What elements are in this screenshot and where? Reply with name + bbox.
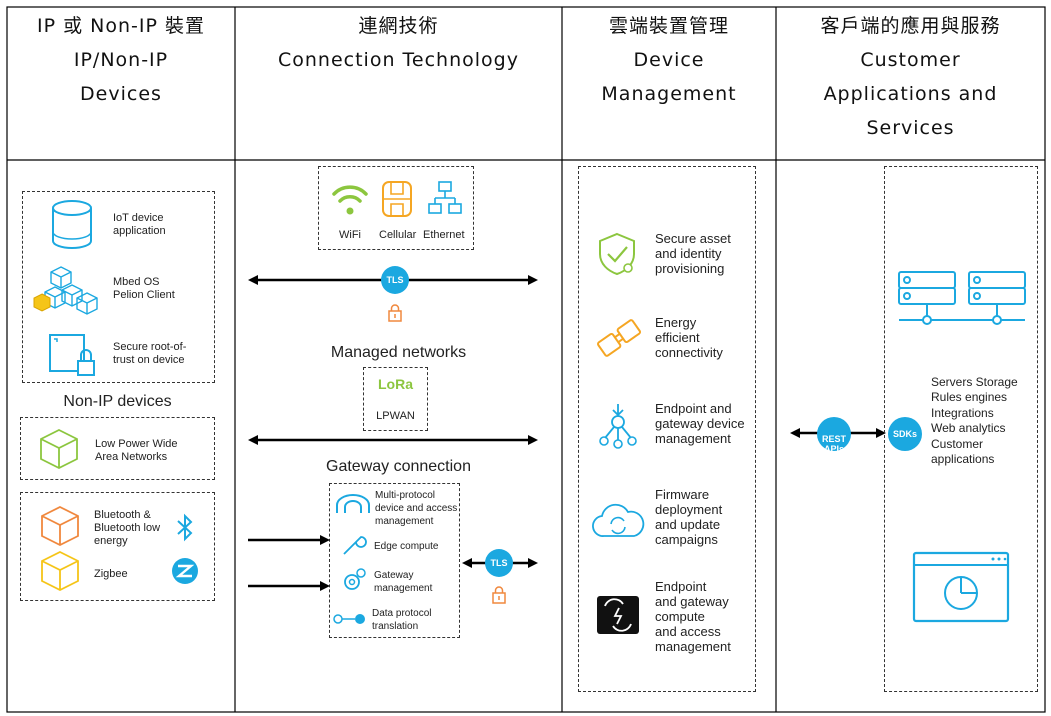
customer-box xyxy=(884,166,1038,692)
header-ip-devices: IP 或 Non-IP 裝置 IP/Non-IP Devices xyxy=(7,9,235,111)
header-device-mgmt-en1: Device xyxy=(633,49,705,71)
edge-compute-label: Edge compute xyxy=(374,541,439,552)
gateway-input-arrow-2 xyxy=(248,581,330,591)
compute-chip-icon xyxy=(597,596,639,634)
lock-icon xyxy=(388,304,402,322)
header-connection: 連網技術 Connection Technology xyxy=(235,9,562,77)
header-customer-zh: 客戶端的應用與服務 xyxy=(820,15,1001,37)
managed-networks-title: Managed networks xyxy=(330,344,467,361)
data-protocol-label: Data protocol translation xyxy=(372,608,432,632)
services-list: Servers Storage Rules engines Integratio… xyxy=(931,375,1018,467)
database-icon xyxy=(52,200,92,249)
wifi-icon xyxy=(332,185,368,215)
lpwan-cube-icon xyxy=(40,428,78,470)
ble-zigbee-box xyxy=(20,492,215,601)
arch-icon xyxy=(336,494,370,513)
compute-access-label: Endpoint and gateway compute and access … xyxy=(655,579,731,654)
gears-icon xyxy=(344,568,366,590)
zigbee-cube-icon xyxy=(41,550,79,592)
tls-bottom-label: TLS xyxy=(490,558,508,568)
secure-chip-icon xyxy=(49,334,95,376)
ble-cube-icon xyxy=(41,505,79,547)
firmware-label: Firmware deployment and update campaigns xyxy=(655,487,723,547)
gateway-input-arrow-1 xyxy=(248,535,330,545)
cubes-icon xyxy=(33,266,98,315)
header-connection-zh: 連網技術 xyxy=(358,15,439,37)
dashboard-window-icon xyxy=(912,551,1010,623)
wifi-label: WiFi xyxy=(339,229,361,241)
middle-connection-arrow xyxy=(248,435,538,445)
tls-bottom-badge: TLS xyxy=(485,549,513,577)
header-customer: 客戶端的應用與服務 Customer Applications and Serv… xyxy=(776,9,1045,145)
lora-logo: LoRa xyxy=(378,376,413,392)
header-customer-en1: Customer xyxy=(860,49,961,71)
ethernet-icon xyxy=(428,181,462,214)
header-connection-en: Connection Technology xyxy=(278,49,519,71)
header-customer-en3: Services xyxy=(866,117,955,139)
header-ip-devices-en2: Devices xyxy=(80,83,162,105)
ble-label: Bluetooth & Bluetooth low energy xyxy=(94,509,161,547)
lpwan-label: Low Power Wide Area Networks xyxy=(95,438,178,463)
shield-check-icon xyxy=(599,232,635,276)
energy-label: Energy efficient connectivity xyxy=(655,315,723,360)
cellular-label: Cellular xyxy=(379,229,417,241)
bluetooth-icon xyxy=(177,513,193,542)
tls-top-label: TLS xyxy=(386,275,404,285)
sim-card-icon xyxy=(382,181,412,217)
mbed-label: Mbed OS Pelion Client xyxy=(113,276,175,301)
zigbee-icon xyxy=(172,558,198,584)
rest-api-badge: REST APIs xyxy=(817,417,851,454)
endpoint-tree-icon xyxy=(599,404,637,449)
non-ip-title: Non-IP devices xyxy=(63,393,172,410)
header-device-mgmt-zh: 雲端裝置管理 xyxy=(608,15,729,37)
network-types-box xyxy=(318,166,474,250)
secure-asset-label: Secure asset and identity provisioning xyxy=(655,231,731,276)
cloud-sync-icon xyxy=(592,503,645,537)
header-device-mgmt-en2: Management xyxy=(601,83,737,105)
servers-icon xyxy=(898,271,1026,325)
lpwan-network-label: LPWAN xyxy=(376,410,415,422)
gateway-mgmt-label: Gateway management xyxy=(374,570,433,594)
protocol-translate-icon xyxy=(333,614,365,624)
lock-icon-2 xyxy=(492,586,506,604)
zigbee-label: Zigbee xyxy=(94,568,128,580)
lpwan-network-box xyxy=(363,367,428,431)
lpwan-box xyxy=(20,417,215,480)
gateway-title: Gateway connection xyxy=(326,458,471,475)
tls-top-badge: TLS xyxy=(381,266,409,294)
gateway-box xyxy=(329,483,460,638)
rest-api-label: REST APIs xyxy=(821,434,846,454)
multi-protocol-label: Multi-protocol device and access managem… xyxy=(375,490,458,527)
energy-plug-icon xyxy=(596,319,642,357)
sdk-label: SDKs xyxy=(892,429,917,439)
header-ip-devices-zh: IP 或 Non-IP 裝置 xyxy=(37,15,205,37)
sdk-badge: SDKs xyxy=(888,417,922,451)
endpoint-mgmt-label: Endpoint and gateway device management xyxy=(655,401,745,446)
header-ip-devices-en1: IP/Non-IP xyxy=(73,49,169,71)
wrench-icon xyxy=(343,536,367,555)
header-customer-en2: Applications and xyxy=(823,83,998,105)
device-mgmt-box xyxy=(578,166,756,692)
iot-app-label: IoT device application xyxy=(113,212,166,237)
header-device-mgmt: 雲端裝置管理 Device Management xyxy=(562,9,776,111)
ethernet-label: Ethernet xyxy=(423,229,465,241)
ip-devices-box xyxy=(22,191,215,383)
root-trust-label: Secure root-of- trust on device xyxy=(113,341,187,366)
